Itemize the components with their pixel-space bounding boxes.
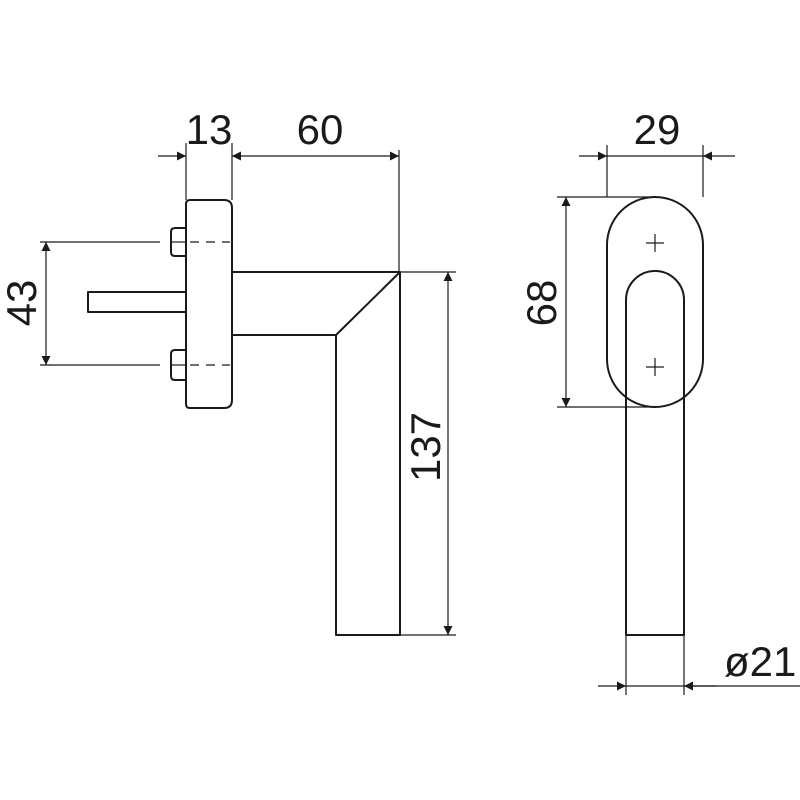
- dim-rosette-height: 68: [518, 280, 565, 327]
- grip: [625, 270, 685, 636]
- handle-body: [232, 271, 401, 636]
- handle-bend: [335, 271, 401, 336]
- spindle: [87, 291, 187, 313]
- dim-grip-diameter: ø21: [724, 638, 796, 685]
- dim-rosette-thickness: 13: [186, 106, 233, 153]
- rosette-plate: [185, 199, 233, 409]
- screw-cross-upper: [646, 234, 664, 252]
- dim-rosette-width: 29: [634, 106, 681, 153]
- side-view: 13 60 43 137: [0, 106, 456, 636]
- dim-handle-length: 137: [402, 412, 449, 482]
- front-view: 29 68 ø21: [518, 106, 800, 695]
- screw-cross-lower: [646, 358, 664, 376]
- dim-screw-spacing: 43: [0, 280, 45, 327]
- dim-handle-projection: 60: [297, 106, 344, 153]
